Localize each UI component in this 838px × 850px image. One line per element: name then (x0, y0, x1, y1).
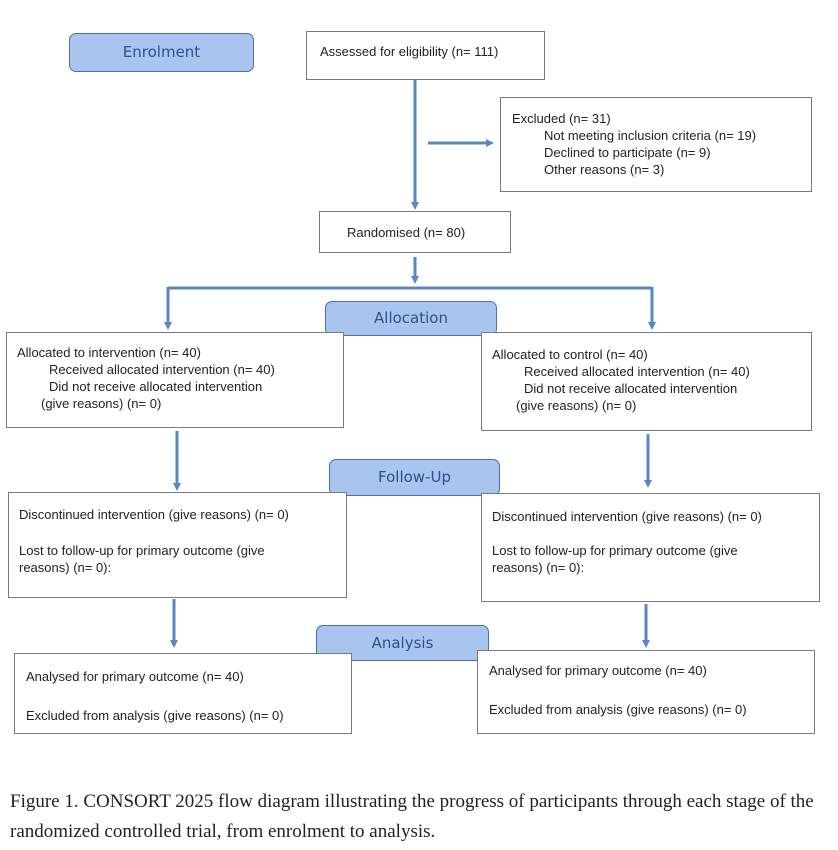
assessed-box: Assessed for eligibility (n= 111) (306, 31, 545, 80)
intervention-analysis-excluded: Excluded from analysis (give reasons) (n… (26, 708, 284, 723)
stage-enrolment-label: Enrolment (122, 43, 201, 61)
excluded-box: Excluded (n= 31) Not meeting inclusion c… (500, 97, 812, 192)
control-allocation-title: Allocated to control (n= 40) (492, 347, 648, 362)
intervention-discontinued: Discontinued intervention (give reasons)… (19, 507, 289, 522)
control-lost-line2: reasons) (n= 0): (492, 560, 585, 575)
control-discontinued: Discontinued intervention (give reasons)… (492, 509, 762, 524)
control-analysed: Analysed for primary outcome (n= 40) (489, 663, 707, 678)
intervention-lost-line1: Lost to follow-up for primary outcome (g… (19, 543, 265, 558)
stage-allocation-label: Allocation (374, 309, 448, 327)
intervention-followup-box: Discontinued intervention (give reasons)… (8, 492, 347, 598)
stage-enrolment: Enrolment (69, 33, 254, 72)
randomised-box: Randomised (n= 80) (319, 211, 511, 253)
intervention-not-received: Did not receive allocated intervention (49, 379, 263, 394)
control-reasons: (give reasons) (n= 0) (516, 398, 637, 413)
stage-followup: Follow-Up (329, 459, 500, 496)
intervention-lost-line2: reasons) (n= 0): (19, 560, 112, 575)
stage-analysis-label: Analysis (371, 634, 434, 652)
control-analysis-excluded: Excluded from analysis (give reasons) (n… (489, 702, 747, 717)
randomised-text: Randomised (n= 80) (347, 225, 466, 240)
control-allocation-box: Allocated to control (n= 40) Received al… (481, 332, 812, 431)
stage-allocation: Allocation (325, 301, 497, 336)
intervention-allocation-title: Allocated to intervention (n= 40) (17, 345, 201, 360)
control-followup-box: Discontinued intervention (give reasons)… (481, 493, 820, 602)
intervention-analysed: Analysed for primary outcome (n= 40) (26, 669, 244, 684)
excluded-item: Not meeting inclusion criteria (n= 19) (544, 128, 757, 143)
intervention-reasons: (give reasons) (n= 0) (41, 396, 162, 411)
intervention-analysis-box: Analysed for primary outcome (n= 40) Exc… (14, 653, 352, 734)
figure-caption: Figure 1. CONSORT 2025 flow diagram illu… (10, 791, 814, 842)
assessed-text: Assessed for eligibility (n= 111) (320, 44, 499, 59)
control-analysis-box: Analysed for primary outcome (n= 40) Exc… (477, 650, 815, 734)
excluded-item: Declined to participate (n= 9) (544, 145, 711, 160)
control-lost-line1: Lost to follow-up for primary outcome (g… (492, 543, 738, 558)
stage-followup-label: Follow-Up (378, 468, 451, 486)
control-received: Received allocated intervention (n= 40) (524, 364, 750, 379)
intervention-allocation-box: Allocated to intervention (n= 40) Receiv… (6, 332, 344, 428)
stage-analysis: Analysis (316, 625, 489, 661)
excluded-title: Excluded (n= 31) (512, 111, 611, 126)
control-not-received: Did not receive allocated intervention (524, 381, 738, 396)
excluded-item: Other reasons (n= 3) (544, 162, 665, 177)
intervention-received: Received allocated intervention (n= 40) (49, 362, 275, 377)
